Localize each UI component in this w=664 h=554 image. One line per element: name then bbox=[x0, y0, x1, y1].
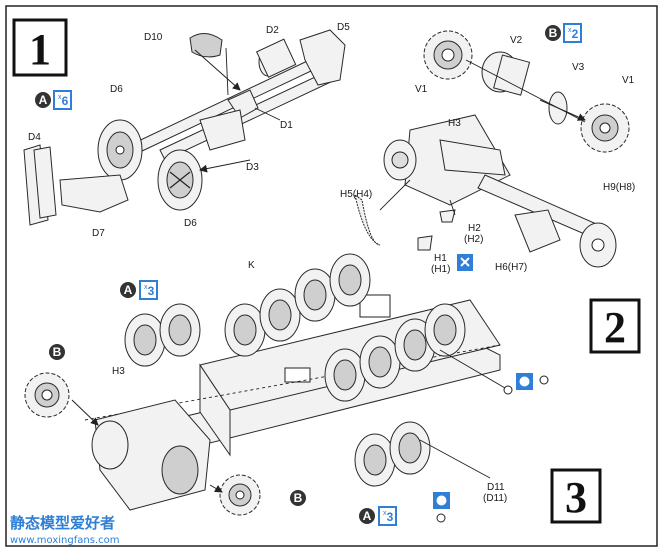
step-3-sprockets bbox=[24, 372, 261, 516]
svg-text:x: x bbox=[568, 27, 572, 34]
tag-a-label-bottom: A bbox=[363, 509, 372, 523]
label-k: K bbox=[248, 260, 255, 271]
tag-b-left: B bbox=[49, 344, 65, 360]
step-2-number: 2 bbox=[604, 303, 626, 352]
step-1-parts bbox=[23, 29, 346, 226]
count-three-bottom: 3 bbox=[387, 510, 394, 524]
tag-a-label: A bbox=[39, 93, 48, 107]
step-1-number: 1 bbox=[29, 25, 51, 74]
d11-parts bbox=[419, 349, 549, 479]
label-d11: D11 bbox=[487, 482, 505, 493]
watermark-name: 静态模型爱好者 bbox=[10, 514, 115, 532]
step-2-box: 2 bbox=[589, 298, 641, 354]
label-h5: H5(H4) bbox=[340, 189, 372, 200]
label-h9: H9(H8) bbox=[603, 182, 635, 193]
count-six: 6 bbox=[62, 94, 69, 108]
glue-icon bbox=[457, 254, 473, 271]
count-two: 2 bbox=[572, 27, 579, 41]
label-d10: D10 bbox=[144, 32, 163, 43]
label-h1: H1 bbox=[434, 253, 447, 264]
tag-b-label-bottom: B bbox=[294, 491, 303, 505]
sheet-border bbox=[5, 5, 658, 547]
sprocket-assembly bbox=[423, 30, 630, 153]
label-d5: D5 bbox=[337, 22, 350, 33]
label-v1-right: V1 bbox=[622, 75, 635, 86]
tag-a-x6: A x 6 bbox=[35, 90, 72, 110]
label-d2: D2 bbox=[266, 25, 279, 36]
label-d7: D7 bbox=[92, 228, 105, 239]
tag-b-label-left: B bbox=[53, 345, 62, 359]
label-h3-bottom: H3 bbox=[112, 366, 125, 377]
watermark: 静态模型爱好者 www.moxingfans.com bbox=[10, 514, 119, 546]
count-three-top: 3 bbox=[148, 284, 155, 298]
label-d6-top: D6 bbox=[110, 84, 123, 95]
label-d4: D4 bbox=[28, 132, 41, 143]
tag-b-label: B bbox=[549, 26, 558, 40]
bogie-wheels bbox=[124, 253, 466, 487]
tag-b-x2: B x 2 bbox=[545, 23, 582, 43]
label-h3-top: H3 bbox=[448, 118, 461, 129]
tag-a-x3-bottom: A x 3 bbox=[359, 492, 450, 526]
tag-b-bottom: B bbox=[290, 490, 306, 506]
tag-a-label-top: A bbox=[124, 283, 133, 297]
label-v3: V3 bbox=[572, 62, 585, 73]
label-d11-paren: (D11) bbox=[483, 493, 507, 504]
label-v2: V2 bbox=[510, 35, 523, 46]
label-d3: D3 bbox=[246, 162, 259, 173]
label-d6-bottom: D6 bbox=[184, 218, 197, 229]
tag-a-x3-top: A x 3 bbox=[120, 280, 158, 300]
label-d1: D1 bbox=[280, 120, 293, 131]
step-2-parts bbox=[354, 114, 617, 268]
label-h6: H6(H7) bbox=[495, 262, 527, 273]
label-v1-left: V1 bbox=[415, 84, 428, 95]
step-3-number: 3 bbox=[565, 473, 587, 522]
svg-text:x: x bbox=[383, 510, 387, 517]
svg-text:x: x bbox=[144, 284, 148, 291]
svg-text:x: x bbox=[58, 94, 62, 101]
label-h1-paren: (H1) bbox=[431, 264, 450, 275]
label-h2-paren: (H2) bbox=[464, 234, 483, 245]
label-h2: H2 bbox=[468, 223, 481, 234]
watermark-url: www.moxingfans.com bbox=[10, 535, 119, 546]
step-3-box: 3 bbox=[550, 468, 602, 524]
step-1-box: 1 bbox=[12, 18, 68, 77]
